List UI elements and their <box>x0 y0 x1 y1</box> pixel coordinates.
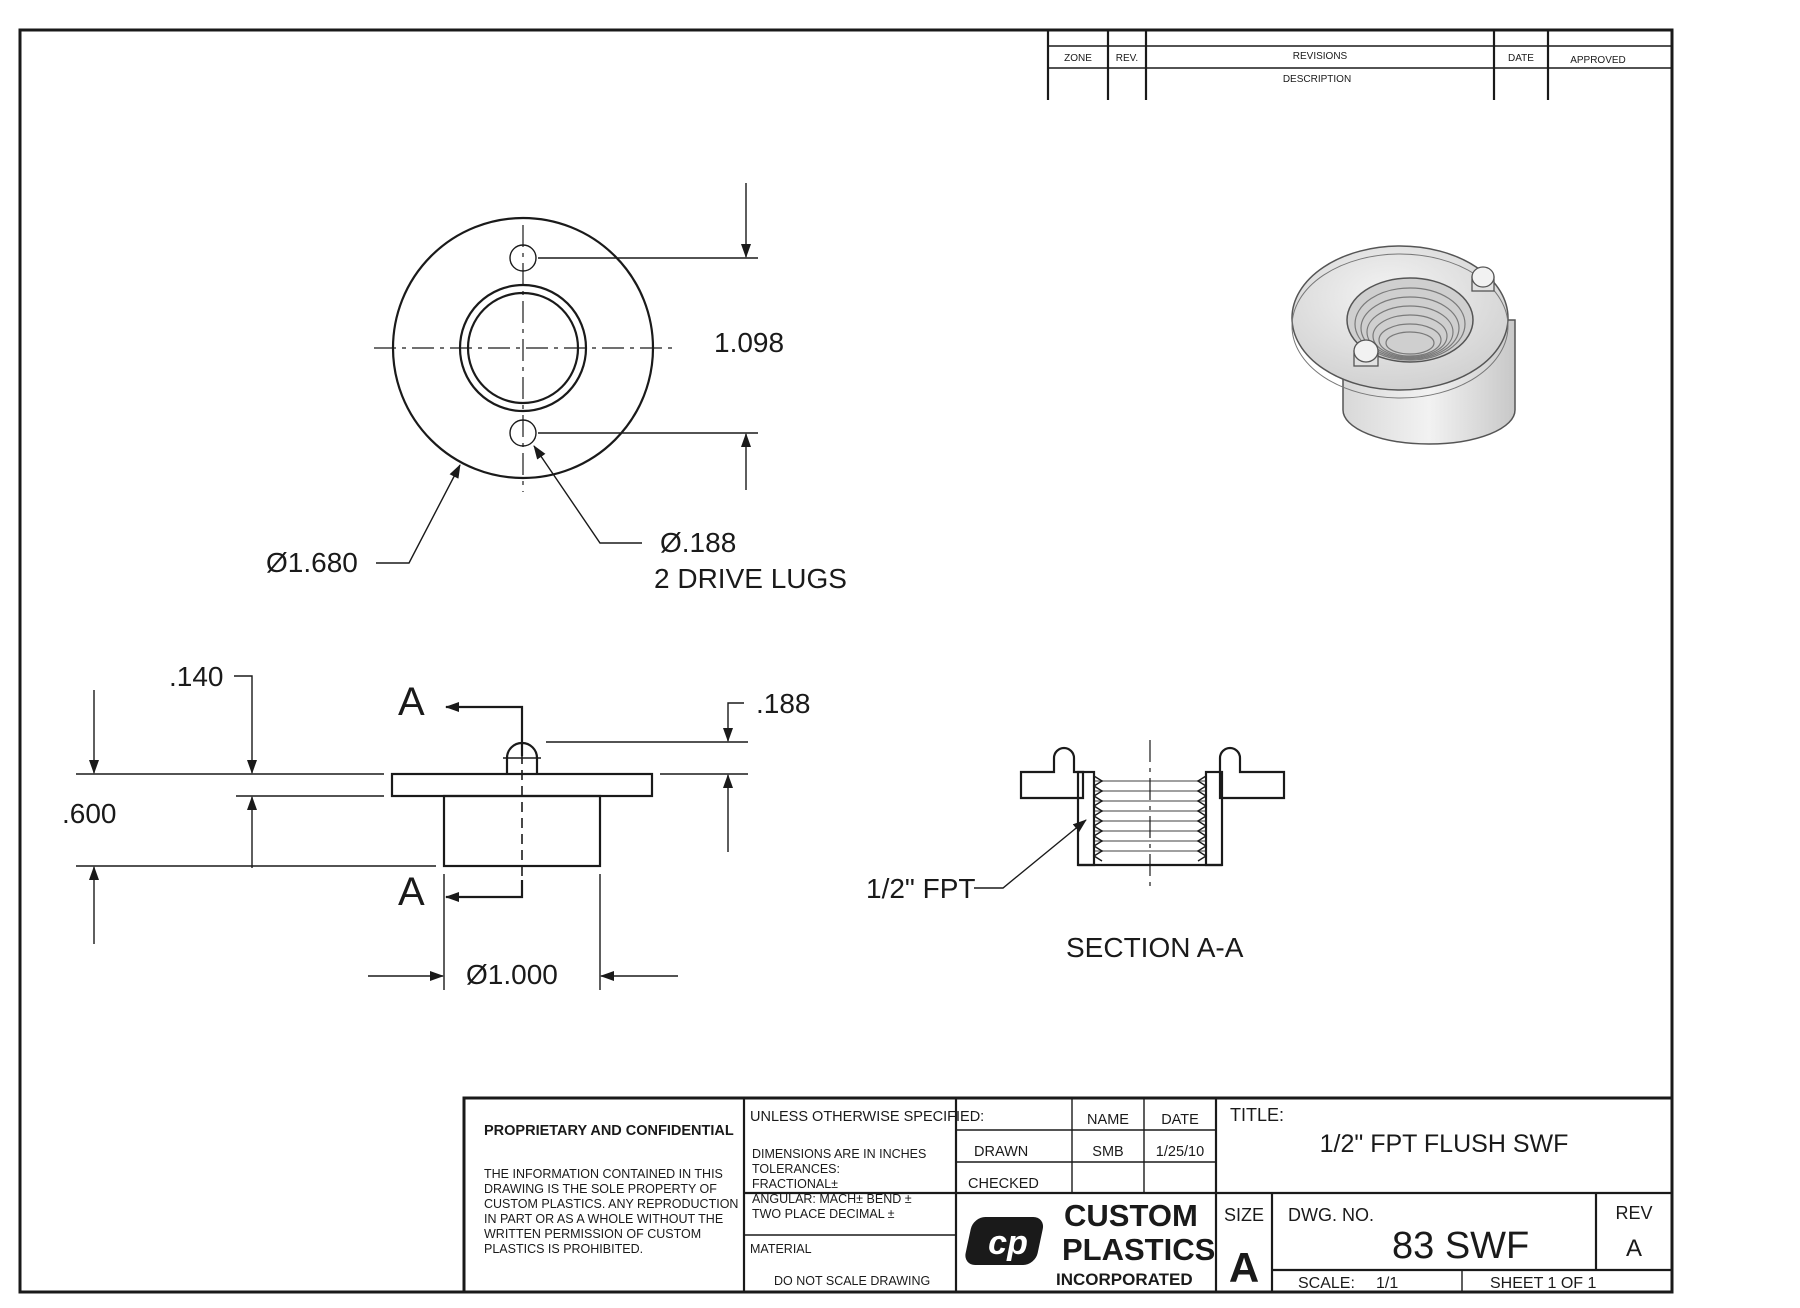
tolerance-line-5: TWO PLACE DECIMAL ± <box>752 1207 895 1221</box>
dwg-no-label: DWG. NO. <box>1288 1205 1374 1225</box>
company-logo: cp <box>965 1217 1044 1265</box>
scale-label: SCALE: <box>1298 1275 1355 1292</box>
scale-value: 1/1 <box>1376 1275 1398 1292</box>
proprietary-line-6: PLASTICS IS PROHIBITED. <box>484 1242 643 1256</box>
section-title: SECTION A-A <box>1066 932 1244 963</box>
proprietary-line-1: THE INFORMATION CONTAINED IN THIS <box>484 1167 723 1181</box>
checked-label: CHECKED <box>968 1176 1039 1192</box>
sheet-label: SHEET 1 OF 1 <box>1490 1275 1597 1292</box>
tolerance-line-4: ANGULAR: MACH± BEND ± <box>752 1192 912 1206</box>
section-mark-bottom: A <box>398 870 425 914</box>
material-label: MATERIAL <box>750 1242 812 1256</box>
sheet-border <box>18 28 1674 1294</box>
unless-specified: UNLESS OTHERWISE SPECIFIED: <box>750 1109 984 1125</box>
rev-revisions-header: REVISIONS <box>1293 51 1348 62</box>
proprietary-line-5: WRITTEN PERMISSION OF CUSTOM <box>484 1227 701 1241</box>
rev-description-header: DESCRIPTION <box>1283 74 1351 85</box>
rev-date-header: DATE <box>1508 53 1534 64</box>
logo-mark <box>965 1217 1044 1265</box>
iso-lug-left <box>1353 339 1379 367</box>
iso-lug-right <box>1471 266 1495 292</box>
do-not-scale: DO NOT SCALE DRAWING <box>774 1274 930 1288</box>
proprietary-line-4: IN PART OR AS A WHOLE WITHOUT THE <box>484 1212 723 1226</box>
isometric-view <box>1291 245 1516 445</box>
section-mark-top: A <box>398 680 425 724</box>
rev-rev-header: REV. <box>1116 53 1138 64</box>
section-view: 1/2" FPT SECTION A-A <box>866 740 1286 963</box>
thread-right <box>1196 775 1208 862</box>
dim-188-height: .188 <box>756 688 811 719</box>
title-block: PROPRIETARY AND CONFIDENTIAL THE INFORMA… <box>462 1096 1674 1294</box>
dim-1098: 1.098 <box>714 327 784 358</box>
iso-thread-rings <box>1354 287 1466 361</box>
top-view: 1.098 Ø1.680 Ø.188 2 DRIVE LUGS <box>266 183 847 594</box>
drawn-label: DRAWN <box>974 1144 1028 1160</box>
dim-body-dia: Ø1.000 <box>466 959 558 990</box>
size-value: A <box>1229 1244 1259 1291</box>
proprietary-line-3: CUSTOM PLASTICS. ANY REPRODUCTION <box>484 1197 738 1211</box>
rev-value: A <box>1626 1235 1642 1262</box>
size-label: SIZE <box>1224 1205 1264 1225</box>
dim-600: .600 <box>62 798 117 829</box>
logo-letters: cp <box>988 1224 1028 1262</box>
thread-left <box>1092 775 1104 862</box>
title-label: TITLE: <box>1230 1105 1284 1125</box>
rev-zone-header: ZONE <box>1064 53 1092 64</box>
proprietary-line-2: DRAWING IS THE SOLE PROPERTY OF <box>484 1182 717 1196</box>
revision-block: ZONE REV. REVISIONS DESCRIPTION DATE APP… <box>1046 30 1672 100</box>
tolerance-line-1: DIMENSIONS ARE IN INCHES <box>752 1147 926 1161</box>
dim-outer-dia: Ø1.680 <box>266 547 358 578</box>
name-header: NAME <box>1087 1112 1129 1128</box>
drawn-date: 1/25/10 <box>1156 1144 1204 1160</box>
tolerance-line-3: FRACTIONAL± <box>752 1177 838 1191</box>
rev-label: REV <box>1615 1203 1652 1223</box>
company-line-3: INCORPORATED <box>1056 1270 1193 1289</box>
thread-label: 1/2" FPT <box>866 873 976 904</box>
dim-lug-note: 2 DRIVE LUGS <box>654 563 847 594</box>
company-line-2: PLASTICS <box>1062 1232 1215 1267</box>
dim-lug-dia: Ø.188 <box>660 527 736 558</box>
rev-approved-header: APPROVED <box>1570 55 1626 66</box>
dim-140: .140 <box>169 661 224 692</box>
proprietary-title: PROPRIETARY AND CONFIDENTIAL <box>484 1123 734 1139</box>
tolerance-line-2: TOLERANCES: <box>752 1162 840 1176</box>
dwg-no-value: 83 SWF <box>1392 1225 1529 1267</box>
drawn-name: SMB <box>1092 1144 1123 1160</box>
date-header: DATE <box>1161 1112 1199 1128</box>
side-view: A A .600 .140 .188 Ø1.000 <box>62 661 811 990</box>
company-line-1: CUSTOM <box>1064 1198 1198 1233</box>
drawing-title: 1/2" FPT FLUSH SWF <box>1320 1130 1569 1158</box>
